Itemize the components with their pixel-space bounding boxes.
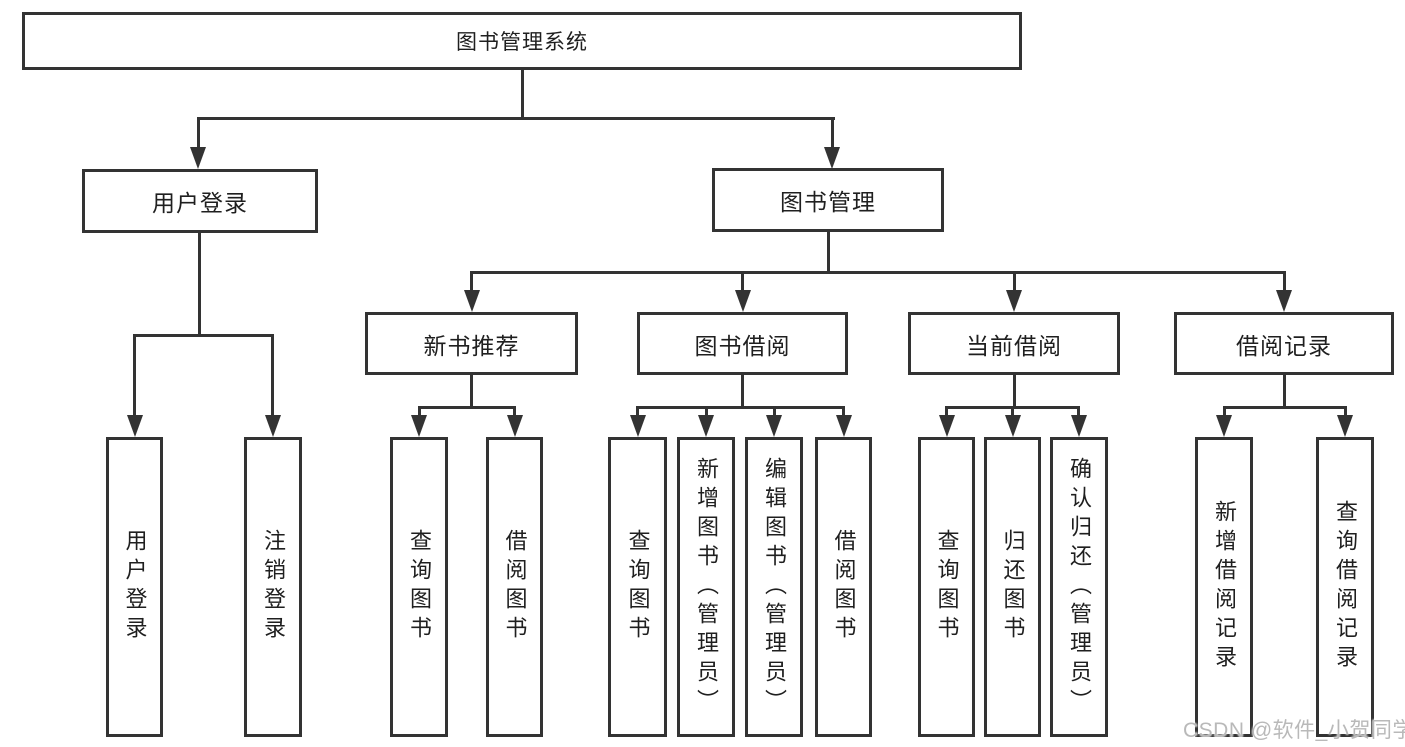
node-user-login: 用户登录 bbox=[82, 169, 318, 233]
connector-drop-leaf-query-book-2 bbox=[636, 406, 639, 418]
connector-drop-leaf-query-borrow-record bbox=[1344, 406, 1347, 418]
arrowhead-leaf-edit-book bbox=[766, 415, 782, 437]
connector-book-management-bus bbox=[470, 271, 1286, 274]
leaf-add-book: 新增图书（管理员） bbox=[677, 437, 735, 737]
arrowhead-leaf-query-borrow-record bbox=[1337, 415, 1353, 437]
connector-drop-leaf-return-book bbox=[1011, 406, 1014, 418]
leaf-query-book-3-label: 查询图书 bbox=[934, 529, 960, 645]
node-book-management: 图书管理 bbox=[712, 168, 944, 232]
connector-root-bus bbox=[197, 117, 835, 120]
arrowhead-leaf-add-borrow-record bbox=[1216, 415, 1232, 437]
connector-drop-borrow-record bbox=[1283, 271, 1286, 292]
connector-current-borrow-stem bbox=[1013, 373, 1016, 409]
node-borrow-record-label: 借阅记录 bbox=[1236, 332, 1332, 359]
leaf-confirm-return: 确认归还（管理员） bbox=[1050, 437, 1108, 737]
leaf-query-borrow-record-label: 查询借阅记录 bbox=[1333, 500, 1358, 674]
connector-drop-current-borrow bbox=[1013, 271, 1016, 292]
arrowhead-user-login bbox=[190, 147, 206, 169]
node-borrow-record: 借阅记录 bbox=[1174, 312, 1394, 375]
connector-drop-leaf-logout bbox=[271, 334, 274, 418]
connector-drop-book-borrow bbox=[741, 271, 744, 292]
leaf-borrow-book-2: 借阅图书 bbox=[815, 437, 872, 737]
leaf-user-login: 用户登录 bbox=[106, 437, 163, 737]
connector-user-login-stem bbox=[198, 231, 201, 337]
arrowhead-current-borrow bbox=[1006, 290, 1022, 312]
connector-borrow-record-bus bbox=[1223, 406, 1346, 409]
arrowhead-book-borrow bbox=[735, 290, 751, 312]
connector-drop-leaf-query-book-1 bbox=[418, 406, 421, 418]
connector-drop-leaf-borrow-book-2 bbox=[842, 406, 845, 418]
node-new-book-recommend: 新书推荐 bbox=[365, 312, 578, 375]
leaf-confirm-return-label: 确认归还（管理员） bbox=[1067, 456, 1092, 718]
arrowhead-leaf-query-book-2 bbox=[630, 415, 646, 437]
connector-book-borrow-bus bbox=[636, 406, 845, 409]
arrowhead-book-management bbox=[824, 147, 840, 169]
arrowhead-leaf-return-book bbox=[1005, 415, 1021, 437]
leaf-return-book: 归还图书 bbox=[984, 437, 1041, 737]
leaf-query-book-1: 查询图书 bbox=[390, 437, 448, 737]
connector-drop-book-management bbox=[831, 117, 834, 150]
arrowhead-leaf-query-book-3 bbox=[939, 415, 955, 437]
arrowhead-leaf-confirm-return bbox=[1071, 415, 1087, 437]
leaf-user-login-label: 用户登录 bbox=[122, 529, 148, 645]
connector-borrow-record-stem bbox=[1283, 373, 1286, 409]
node-book-borrow-label: 图书借阅 bbox=[694, 332, 791, 359]
node-root-label: 图书管理系统 bbox=[456, 31, 588, 54]
connector-drop-leaf-add-book bbox=[705, 406, 708, 418]
connector-drop-user-login bbox=[197, 117, 200, 150]
connector-drop-leaf-borrow-book-1 bbox=[513, 406, 516, 418]
leaf-query-book-3: 查询图书 bbox=[918, 437, 975, 737]
leaf-query-book-2-label: 查询图书 bbox=[625, 529, 651, 645]
connector-book-management-stem bbox=[827, 230, 830, 274]
leaf-borrow-book-1-label: 借阅图书 bbox=[502, 529, 528, 645]
connector-drop-leaf-confirm-return bbox=[1077, 406, 1080, 418]
leaf-return-book-label: 归还图书 bbox=[1000, 529, 1026, 645]
leaf-query-borrow-record: 查询借阅记录 bbox=[1316, 437, 1374, 737]
csdn-watermark: CSDN @软件_小贺同学 bbox=[1183, 719, 1405, 742]
leaf-add-borrow-record-label: 新增借阅记录 bbox=[1212, 500, 1237, 674]
arrowhead-leaf-borrow-book-1 bbox=[507, 415, 523, 437]
node-new-book-recommend-label: 新书推荐 bbox=[423, 332, 520, 359]
leaf-add-borrow-record: 新增借阅记录 bbox=[1195, 437, 1253, 737]
leaf-edit-book-label: 编辑图书（管理员） bbox=[762, 456, 787, 718]
arrowhead-leaf-add-book bbox=[698, 415, 714, 437]
leaf-query-book-1-label: 查询图书 bbox=[407, 529, 432, 645]
leaf-edit-book: 编辑图书（管理员） bbox=[745, 437, 803, 737]
arrowhead-borrow-record bbox=[1276, 290, 1292, 312]
leaf-logout-label: 注销登录 bbox=[261, 529, 286, 645]
leaf-borrow-book-2-label: 借阅图书 bbox=[831, 529, 857, 645]
arrowhead-leaf-query-book-1 bbox=[411, 415, 427, 437]
connector-book-borrow-stem bbox=[741, 373, 744, 409]
arrowhead-leaf-user-login bbox=[127, 415, 143, 437]
leaf-query-book-2: 查询图书 bbox=[608, 437, 667, 737]
connector-drop-leaf-edit-book bbox=[773, 406, 776, 418]
connector-drop-leaf-user-login bbox=[133, 334, 136, 418]
connector-user-login-bus bbox=[133, 334, 274, 337]
node-root: 图书管理系统 bbox=[22, 12, 1022, 70]
arrowhead-new-book-recommend bbox=[464, 290, 480, 312]
leaf-borrow-book-1: 借阅图书 bbox=[486, 437, 543, 737]
node-current-borrow-label: 当前借阅 bbox=[966, 332, 1062, 359]
leaf-logout: 注销登录 bbox=[244, 437, 302, 737]
node-book-borrow: 图书借阅 bbox=[637, 312, 848, 375]
arrowhead-leaf-borrow-book-2 bbox=[836, 415, 852, 437]
node-user-login-label: 用户登录 bbox=[152, 190, 248, 216]
connector-drop-leaf-query-book-3 bbox=[945, 406, 948, 418]
connector-drop-leaf-add-borrow-record bbox=[1223, 406, 1226, 418]
connector-new-book-recommend-stem bbox=[470, 373, 473, 409]
connector-new-book-recommend-bus bbox=[418, 406, 516, 409]
connector-drop-new-book-recommend bbox=[470, 271, 473, 292]
leaf-add-book-label: 新增图书（管理员） bbox=[694, 456, 719, 718]
node-book-management-label: 图书管理 bbox=[780, 189, 876, 215]
connector-root-stem bbox=[521, 68, 524, 120]
arrowhead-leaf-logout bbox=[265, 415, 281, 437]
node-current-borrow: 当前借阅 bbox=[908, 312, 1120, 375]
